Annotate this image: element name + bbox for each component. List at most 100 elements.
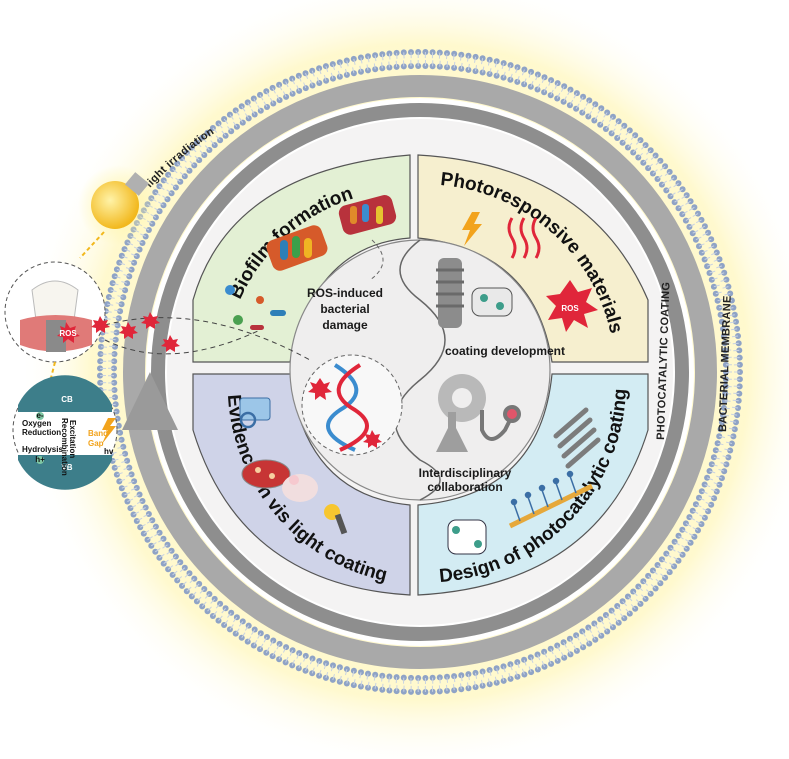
- membrane-lipid-tail: [253, 640, 258, 646]
- membrane-lipid-tail: [616, 133, 622, 139]
- membrane-lipid-tail: [609, 622, 614, 628]
- cycle-arrow-icon: [122, 372, 178, 430]
- membrane-lipid-tail: [713, 482, 720, 486]
- membrane-lipid-tail: [265, 91, 270, 97]
- membrane-lipid-tail: [143, 513, 150, 518]
- membrane-lipid-tail: [632, 591, 638, 597]
- membrane-lipid-tail: [176, 163, 183, 168]
- membrane-lipid-tail: [291, 659, 295, 666]
- membrane-lipid-tail: [515, 670, 518, 677]
- membrane-lipid-tail: [521, 69, 525, 76]
- membrane-lipid-tail: [581, 631, 586, 637]
- membrane-lipid-tail: [554, 82, 559, 89]
- membrane-lipid-tail: [719, 435, 726, 439]
- membrane-lipid-tail: [528, 666, 532, 673]
- membrane-lipid-tail: [101, 339, 108, 341]
- membrane-lipid-tail: [303, 655, 307, 662]
- membrane-lipid-tail: [163, 179, 169, 185]
- membrane-lipid-tail: [207, 606, 212, 612]
- membrane-lipid-tail: [289, 88, 294, 95]
- membrane-lipid-tail: [723, 407, 730, 410]
- membrane-lipid-tail: [184, 572, 190, 578]
- membrane-lipid-tail: [110, 331, 117, 333]
- membrane-lipid-tail: [635, 599, 641, 605]
- membrane-lipid-tail: [119, 262, 126, 266]
- membrane-lipid-tail: [692, 230, 699, 234]
- membrane-lipid-tail: [360, 57, 363, 64]
- membrane-lipid-tail: [155, 548, 161, 553]
- ros-damage-label-1: ROS-induced: [307, 286, 383, 300]
- membrane-lipid-tail: [352, 67, 355, 74]
- membrane-lipid-tail: [722, 286, 729, 289]
- membrane-lipid-tail: [150, 526, 157, 531]
- membrane-lipid-tail: [718, 468, 725, 472]
- svg-text:e-: e-: [36, 411, 43, 420]
- membrane-lipid-tail: [159, 185, 165, 191]
- stethoscope-icon: [480, 405, 521, 441]
- ros-damage-label-2: bacterial: [320, 302, 369, 316]
- membrane-lipid-tail: [611, 610, 616, 616]
- membrane-lipid-tail: [641, 144, 646, 150]
- membrane-lipid-tail: [669, 562, 675, 567]
- membrane-lipid-tail: [713, 284, 720, 288]
- membrane-lipid-tail: [567, 648, 571, 655]
- membrane-lipid: [336, 59, 343, 66]
- biofilm-bacteria-icon: [225, 195, 397, 330]
- membrane-lipid-tail: [318, 68, 322, 75]
- membrane-lipid-tail: [460, 62, 463, 69]
- membrane-lipid-tail: [235, 628, 240, 634]
- membrane-lipid-tail: [453, 684, 455, 691]
- membrane-lipid-tail: [210, 140, 216, 146]
- coating-development-label: coating development: [445, 344, 565, 358]
- membrane-lipid-tail: [210, 598, 216, 604]
- dental-implant-icon: [436, 258, 513, 328]
- membrane-lipid-tail: [121, 485, 128, 489]
- membrane-lipid-tail: [346, 60, 349, 67]
- membrane-lipid-tail: [330, 665, 334, 672]
- membrane-lipid-tail: [112, 316, 119, 319]
- membrane-lipid-tail: [296, 652, 300, 659]
- membrane-lipid-tail: [550, 648, 554, 655]
- membrane-lipid-tail: [661, 559, 668, 564]
- membrane-lipid-tail: [346, 677, 349, 684]
- membrane-lipid-tail: [367, 56, 370, 63]
- membrane-lipid-tail: [119, 453, 126, 456]
- membrane-lipid-tail: [278, 84, 283, 91]
- membrane-lipid-tail: [647, 163, 653, 169]
- membrane-lipid-tail: [692, 510, 699, 514]
- membrane-lipid-tail: [674, 541, 680, 546]
- membrane-lipid-tail: [123, 467, 130, 470]
- membrane-lipid-tail: [123, 274, 130, 277]
- membrane-lipid-tail: [508, 64, 512, 72]
- membrane-lipid-tail: [732, 399, 739, 402]
- membrane-lipid-tail: [625, 130, 631, 136]
- membrane-lipid-tail: [453, 676, 456, 683]
- membrane-lipid-tail: [251, 109, 256, 115]
- membrane-lipid-tail: [678, 204, 684, 209]
- membrane-lipid-tail: [715, 291, 722, 295]
- membrane-lipid-tail: [136, 239, 143, 244]
- membrane-lipid-tail: [535, 74, 539, 81]
- membrane-lipid-tail: [682, 529, 688, 534]
- membrane-lipid-tail: [727, 434, 734, 437]
- membrane-lipid-tail: [567, 89, 571, 96]
- membrane-lipid-tail: [516, 661, 520, 668]
- membrane-lipid-tail: [272, 650, 276, 657]
- membrane-lipid-tail: [720, 428, 727, 431]
- cycle-ring: [151, 103, 689, 641]
- membrane-lipid-tail: [109, 396, 116, 399]
- membrane-lipid-tail: [698, 497, 705, 501]
- membrane-lipid-tail: [259, 94, 264, 101]
- membrane-lipid-tail: [705, 501, 712, 506]
- membrane-lipid-tail: [616, 605, 622, 611]
- membrane-lipid-tail: [121, 460, 128, 463]
- membrane-lipid-tail: [181, 157, 187, 163]
- membrane-lipid-tail: [207, 132, 212, 138]
- membrane-lipid-tail: [560, 86, 565, 92]
- svg-text:Reduction: Reduction: [22, 428, 61, 437]
- membrane-lipid-tail: [285, 656, 289, 663]
- membrane-lipid-tail: [541, 661, 545, 667]
- membrane-lipid-tail: [573, 92, 578, 99]
